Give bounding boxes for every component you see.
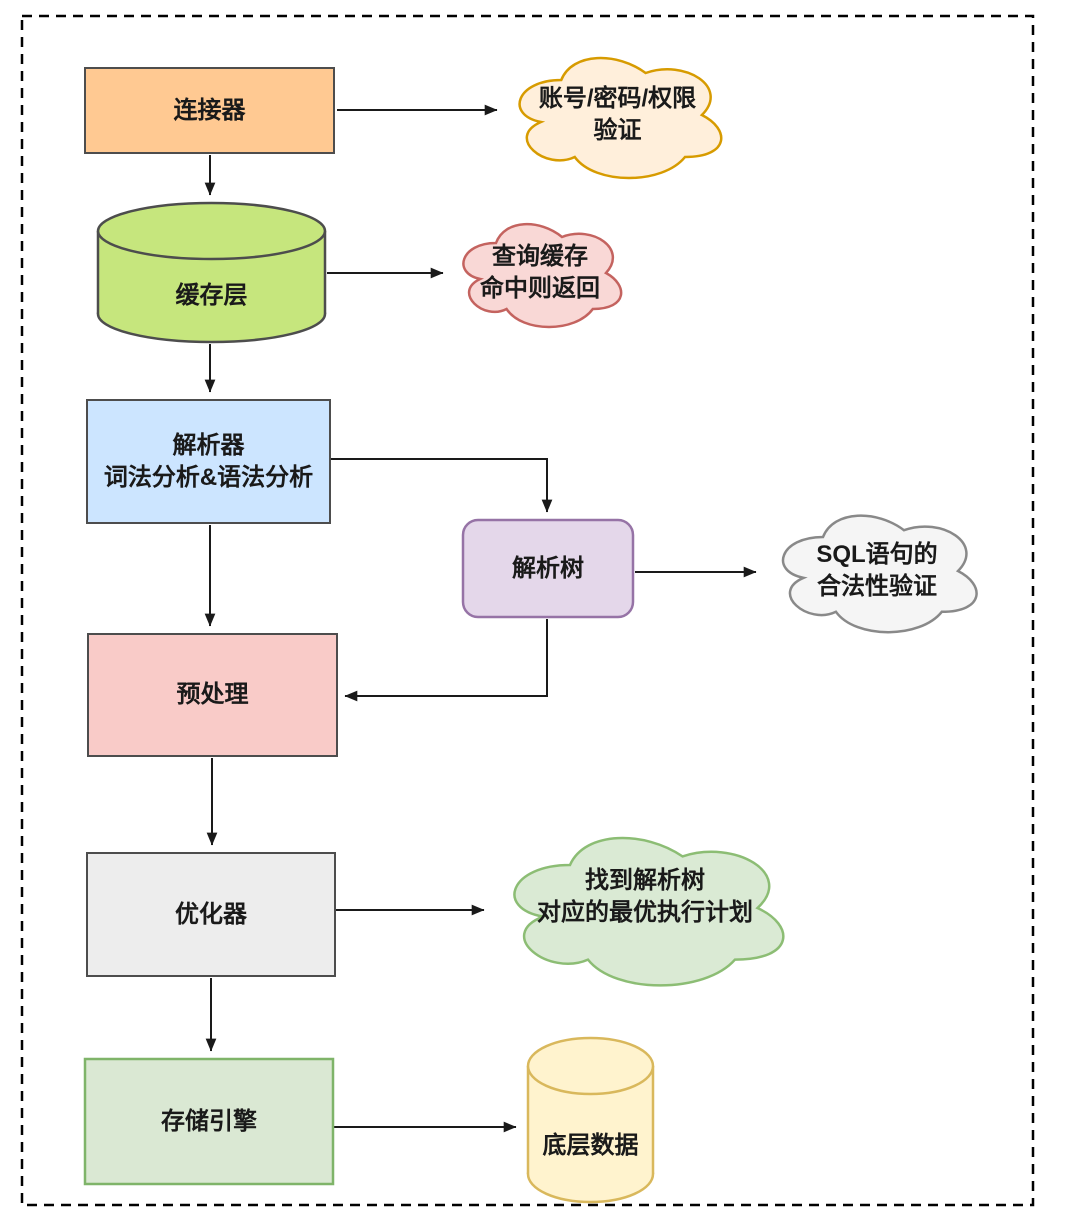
cache-cylinder-top	[96, 201, 327, 261]
parse-tree-box	[461, 518, 635, 619]
data-store-cylinder-top	[526, 1036, 655, 1096]
preprocess-box	[87, 633, 338, 757]
dashed-border	[20, 14, 1035, 1207]
cache-cylinder	[96, 201, 327, 344]
edge-parse-tree-to-preprocess	[344, 619, 548, 702]
data-store-cylinder	[526, 1036, 655, 1204]
optimizer-box	[86, 852, 336, 977]
parser-box	[86, 399, 331, 524]
sql-cloud	[781, 514, 978, 634]
connector-box	[84, 67, 335, 154]
cache-cloud	[462, 223, 623, 329]
plan-cloud	[513, 836, 785, 987]
auth-cloud	[518, 56, 723, 180]
storage-box	[83, 1057, 335, 1186]
edge-parser-to-parse-tree	[330, 458, 553, 513]
